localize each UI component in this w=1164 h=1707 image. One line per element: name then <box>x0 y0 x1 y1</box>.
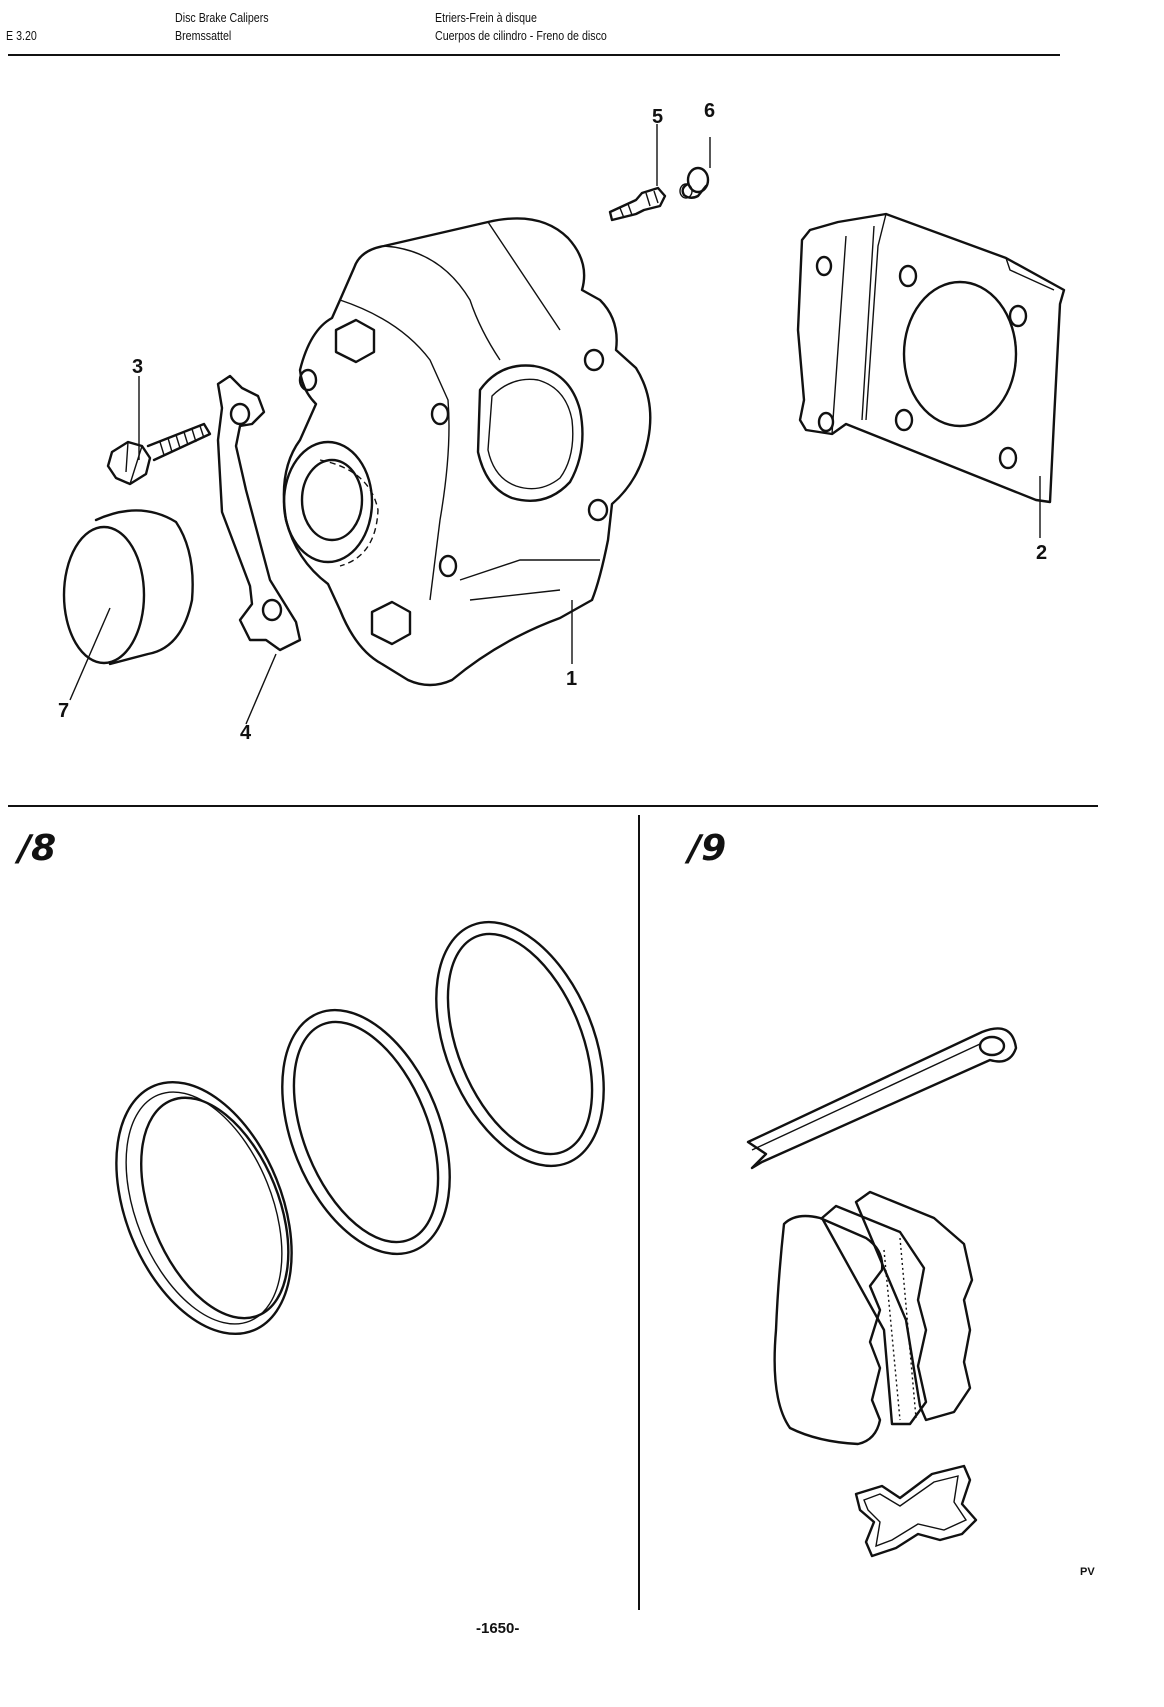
panel-divider <box>638 815 640 1610</box>
title-english: Disc Brake Calipers <box>175 10 269 25</box>
seal-rings-18 <box>115 920 605 1336</box>
bleed-cap-6 <box>679 137 711 199</box>
title-german: Bremssattel <box>175 28 232 43</box>
mounting-bolt-3 <box>106 376 212 486</box>
piston-7 <box>62 509 194 701</box>
mounting-bracket-2 <box>796 212 1066 538</box>
panel-label-18: 18/8 <box>18 828 57 869</box>
caliper-body-1 <box>282 217 652 687</box>
anti-rattle-spring-19 <box>854 1464 978 1558</box>
bleed-screw-5 <box>608 124 667 222</box>
brake-pads-19 <box>773 1190 974 1446</box>
title-french: Etriers-Frein à disque <box>435 10 537 25</box>
page-number: -1650- <box>476 1620 520 1637</box>
section-code: E 3.20 <box>6 28 37 43</box>
callout-5: 5 <box>652 106 664 128</box>
footer-mark: PV <box>1080 1566 1095 1578</box>
split-pin-19 <box>746 1027 1018 1170</box>
callout-7: 7 <box>58 700 70 722</box>
panel-label-19: 19/9 <box>688 828 727 869</box>
callout-2: 2 <box>1036 542 1048 564</box>
callout-3: 3 <box>132 356 144 378</box>
locking-plate-4 <box>216 374 302 725</box>
callout-6: 6 <box>704 100 716 122</box>
title-spanish: Cuerpos de cilindro - Freno de disco <box>435 28 607 43</box>
callout-4: 4 <box>240 722 252 744</box>
header-rule <box>8 54 1060 56</box>
callout-1: 1 <box>566 668 578 690</box>
section-divider <box>8 805 1098 807</box>
